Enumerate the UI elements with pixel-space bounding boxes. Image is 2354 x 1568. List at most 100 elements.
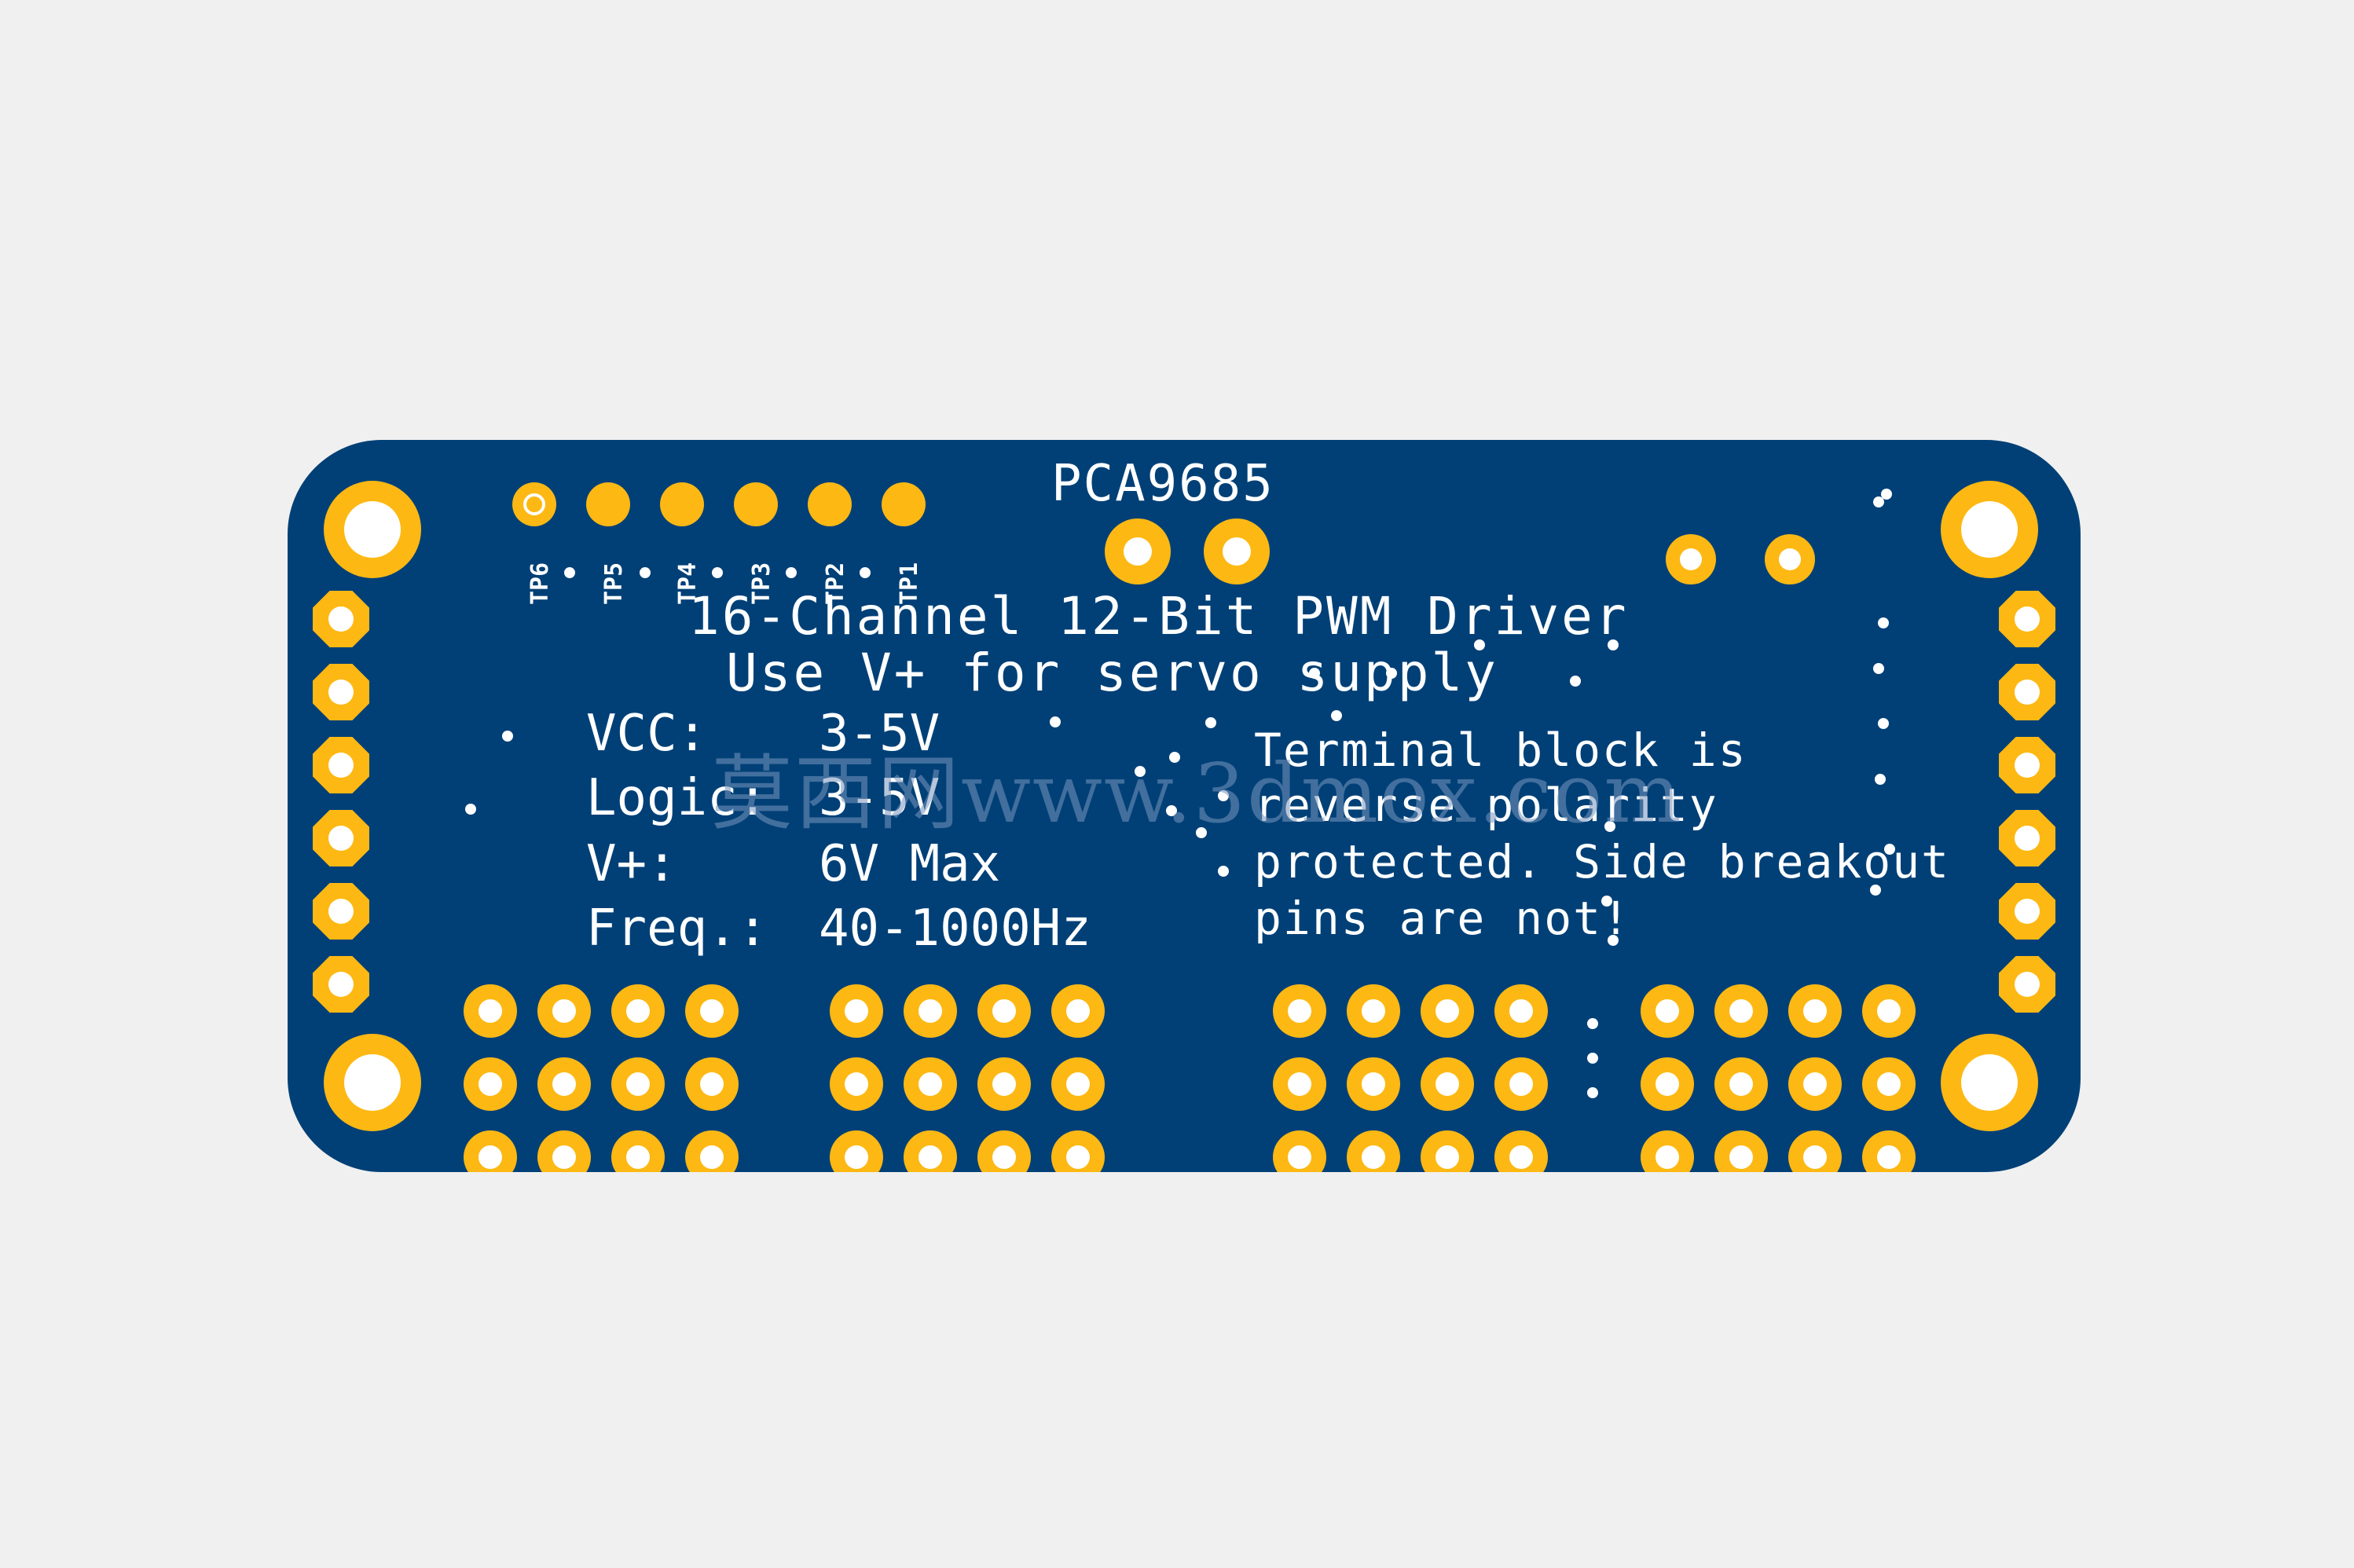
side-breakout-pin-left (313, 810, 369, 866)
servo-header-pad (1641, 1057, 1694, 1111)
servo-header-pad (611, 1130, 665, 1172)
terminal-block-pad (1204, 518, 1270, 584)
via (712, 567, 723, 578)
note-line: reverse polarity (1254, 779, 1718, 832)
test-point-pad-tp2 (808, 482, 852, 526)
servo-header-pad (537, 1130, 591, 1172)
servo-header-pad (1273, 1130, 1326, 1172)
servo-header-pad (1714, 1130, 1768, 1172)
servo-header-pad (1051, 1130, 1105, 1172)
servo-header-pad (1862, 1130, 1916, 1172)
chip-name: PCA9685 (1051, 455, 1274, 513)
servo-header-pad (685, 984, 739, 1038)
mounting-hole-top-left (324, 481, 421, 578)
via (1218, 866, 1229, 877)
side-breakout-pin-left (313, 883, 369, 940)
servo-header-pad (1494, 1057, 1548, 1111)
servo-header-pad (1347, 984, 1400, 1038)
servo-header-pad (1862, 1057, 1916, 1111)
servo-header-pad (1347, 1057, 1400, 1111)
side-breakout-pin-left (313, 591, 369, 647)
servo-header-pad (1494, 1130, 1548, 1172)
side-breakout-pin-left (313, 956, 369, 1013)
via (1474, 639, 1485, 650)
servo-header-pad (537, 984, 591, 1038)
servo-header-pad (1788, 1057, 1842, 1111)
servo-header-pad (1788, 1130, 1842, 1172)
servo-header-pad (1273, 984, 1326, 1038)
pcb-board: TP6 TP5 TP4 TP3 TP2 TP1 (288, 440, 2081, 1172)
servo-header-pad (464, 984, 517, 1038)
servo-header-pad (1714, 984, 1768, 1038)
via (1050, 716, 1061, 727)
servo-header-pad (1862, 984, 1916, 1038)
via (640, 567, 651, 578)
via (1878, 718, 1889, 729)
servo-header-pad (1788, 984, 1842, 1038)
spec-label-logic: Logic: (586, 769, 768, 827)
servo-header-pad (464, 1130, 517, 1172)
small-pad (1765, 534, 1815, 584)
servo-header-pad (685, 1130, 739, 1172)
spec-label-vplus: V+: (586, 835, 677, 893)
servo-header-pad (977, 984, 1031, 1038)
servo-header-pad (1273, 1057, 1326, 1111)
spec-label-vcc: VCC: (586, 705, 708, 763)
servo-header-pad (537, 1057, 591, 1111)
via (1309, 668, 1320, 679)
spec-label-freq: Freq.: (586, 899, 768, 958)
test-point-pad-tp1 (882, 482, 926, 526)
servo-header-pad (1051, 1057, 1105, 1111)
side-breakout-pin-right (1999, 737, 2055, 793)
via (1873, 663, 1884, 674)
small-pad (1666, 534, 1716, 584)
mounting-hole-top-right (1941, 481, 2038, 578)
side-breakout-pin-left (313, 664, 369, 720)
board-title: 16-Channel 12-Bit PWM Driver (688, 586, 1629, 647)
via (1570, 676, 1581, 687)
board-subtitle: Use V+ for servo supply (726, 643, 1498, 703)
test-point-pad-tp4 (660, 482, 704, 526)
servo-header-pad (830, 984, 883, 1038)
via (502, 731, 513, 742)
via (465, 804, 476, 815)
servo-header-pad (1421, 1057, 1474, 1111)
via (1870, 885, 1881, 896)
side-breakout-pin-left (313, 737, 369, 793)
via (1331, 710, 1342, 721)
via (1608, 935, 1619, 946)
watermark: 莫西网www.3dmox.com (711, 746, 1683, 841)
servo-header-pad (1421, 1130, 1474, 1172)
via (1386, 668, 1397, 679)
note-line: pins are not! (1254, 892, 1631, 945)
spec-value-vplus: 6V Max (819, 835, 1001, 893)
side-breakout-pin-right (1999, 591, 2055, 647)
side-breakout-pin-right (1999, 810, 2055, 866)
side-breakout-pin-right (1999, 956, 2055, 1013)
via (860, 567, 871, 578)
via (1878, 617, 1889, 628)
servo-header-pad (904, 1130, 957, 1172)
servo-header-pad (830, 1130, 883, 1172)
note-line: Terminal block is (1254, 724, 1747, 777)
spec-value-vcc: 3-5V (819, 705, 940, 763)
via (1881, 489, 1892, 500)
side-breakout-pin-right (1999, 883, 2055, 940)
via (564, 567, 575, 578)
servo-header-pad (1714, 1057, 1768, 1111)
servo-header-pad (1421, 984, 1474, 1038)
servo-header-pad (611, 984, 665, 1038)
via (1608, 639, 1619, 650)
servo-header-pad (464, 1057, 517, 1111)
via (786, 567, 797, 578)
via (1587, 1053, 1598, 1064)
via (1218, 790, 1229, 801)
mounting-hole-bottom-right (1941, 1034, 2038, 1131)
test-point-pad-tp5 (586, 482, 630, 526)
via (1601, 896, 1612, 907)
via (1135, 766, 1146, 777)
servo-header-pad (830, 1057, 883, 1111)
servo-header-pad (977, 1057, 1031, 1111)
servo-header-pad (1347, 1130, 1400, 1172)
via (1205, 717, 1216, 728)
